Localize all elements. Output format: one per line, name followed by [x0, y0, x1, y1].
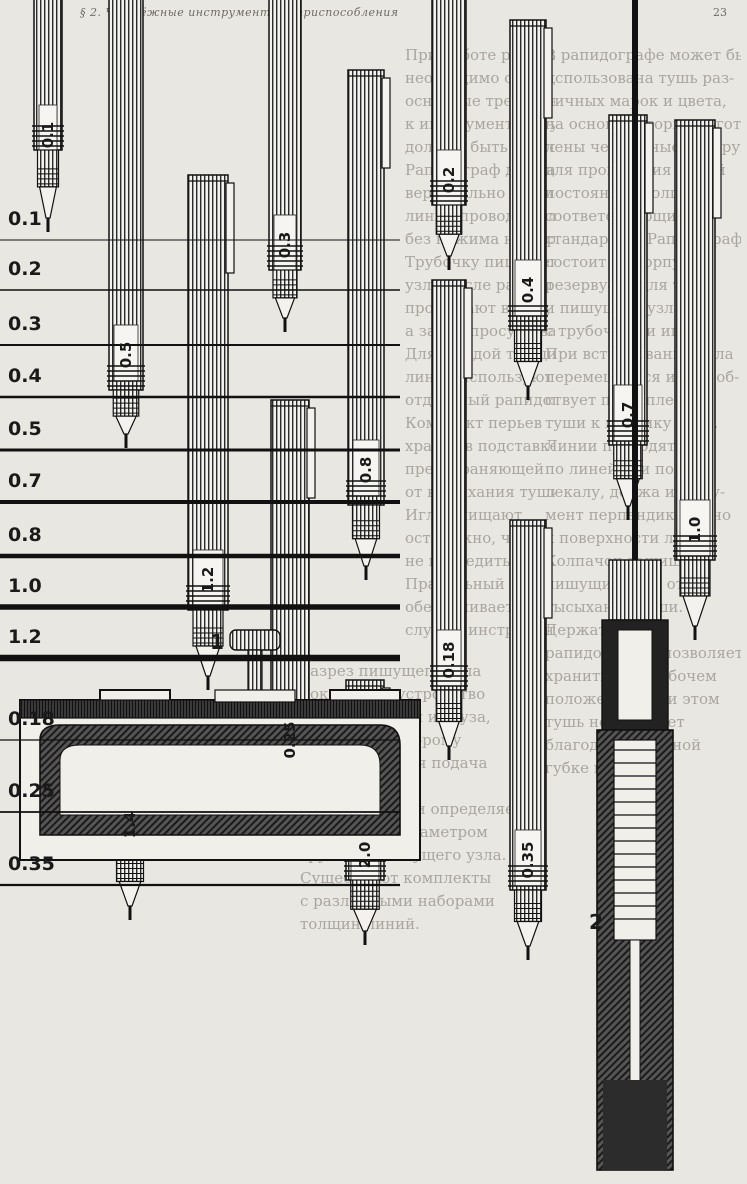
scale-label: 1.0 [8, 575, 42, 597]
scale-label: 0.18 [8, 708, 55, 730]
scale-label: 0.5 [8, 418, 42, 440]
pen-clip [225, 182, 235, 274]
line-thickness-scale [0, 239, 400, 887]
pen-collar [351, 504, 381, 540]
pen-tube [364, 566, 368, 580]
pen-cone [352, 908, 378, 932]
pen-body [347, 69, 385, 506]
pen-body [509, 519, 547, 891]
pen-clip [463, 287, 473, 379]
pen-cone [118, 880, 142, 907]
scale-label: 0.25 [8, 780, 55, 802]
pen-size-label: 0.25 [281, 721, 299, 759]
pen-collar [272, 269, 298, 299]
technical-pen [267, 0, 303, 332]
scale-label: 0.8 [8, 524, 42, 546]
figure-ref-cross-section: 2 [589, 910, 603, 934]
pen-cone [516, 360, 540, 387]
page-number: 23 [713, 6, 727, 19]
pen-tube [447, 256, 451, 270]
pen-tube [526, 946, 530, 960]
pen-size-label: 0.7 [619, 401, 637, 429]
figure-ref-stand: 1 [210, 630, 224, 654]
technical-pen [508, 19, 553, 400]
pen-collar [435, 204, 463, 235]
pen-tube [124, 434, 128, 448]
pen-size-label: 0.1 [39, 121, 57, 149]
pen-tube [363, 931, 367, 945]
body-text-line: с различными наборами [300, 892, 495, 910]
pen-cone [682, 595, 708, 627]
technical-pen [430, 0, 468, 270]
pen-body [431, 279, 467, 691]
pen-size-label: 0.18 [440, 641, 458, 679]
pen-size-label: 2.0 [356, 841, 374, 869]
body-text-line: использована тушь раз- [545, 69, 735, 87]
pen-tube [693, 626, 697, 640]
pen-collar [435, 689, 463, 723]
pen-cone [274, 297, 296, 319]
pen-size-label: 0.35 [519, 841, 537, 879]
pen-size-label: 0.2 [440, 166, 458, 194]
pen-tube [206, 676, 210, 690]
technical-pen [107, 0, 145, 448]
pen-size-label: 0.8 [357, 456, 375, 484]
scale-label: 1.2 [8, 626, 42, 648]
pen-cone [437, 233, 461, 257]
pen-collar [513, 889, 543, 923]
scale-label: 0.4 [8, 365, 42, 387]
pen-size-label: 1.2 [199, 566, 217, 594]
body-text-line: к поверхности листа. [545, 529, 714, 547]
pen-tube [526, 386, 530, 400]
scale-label: 0.35 [8, 853, 55, 875]
technical-pen [186, 174, 235, 690]
pen-cone [38, 186, 58, 219]
technical-pen [673, 119, 722, 640]
pen-body [187, 174, 229, 611]
pen-tube [283, 318, 287, 332]
technical-pen [32, 0, 64, 232]
pen-clip [644, 122, 654, 214]
pen-cone [354, 538, 378, 567]
pen-size-label: 1.4 [121, 811, 139, 839]
scale-label: 0.2 [8, 258, 42, 280]
scale-label: 0.3 [8, 313, 42, 335]
pen-clip [712, 127, 722, 219]
pen-size-label: 0.3 [276, 231, 294, 259]
pen-cross-section [596, 0, 674, 1171]
pen-tube [626, 506, 630, 520]
scale-label: 0.1 [8, 208, 42, 230]
pen-cone [516, 920, 540, 947]
scale-label: 0.7 [8, 470, 42, 492]
pen-cone [114, 415, 138, 435]
body-text-line: В рапидографе может быть [545, 46, 741, 64]
pen-collar [513, 329, 543, 363]
pen-cone [437, 720, 461, 747]
technical-pen [430, 279, 473, 760]
technical-pen [607, 114, 654, 520]
pen-tube [128, 906, 132, 920]
pen-stand [19, 629, 421, 861]
technical-pen [508, 519, 553, 960]
pen-clip [543, 527, 553, 619]
pen-size-label: 0.5 [117, 341, 135, 369]
pen-body [674, 119, 716, 561]
pen-size-label: 0.4 [519, 276, 537, 304]
pen-tube [447, 746, 451, 760]
pen-size-label: 1.0 [686, 516, 704, 544]
pen-clip [543, 27, 553, 119]
pen-tube [46, 218, 50, 232]
running-head: § 2. Чертёжные инструменты и приспособле… [80, 6, 399, 19]
pen-clip [306, 407, 316, 499]
pen-clip [381, 77, 391, 169]
